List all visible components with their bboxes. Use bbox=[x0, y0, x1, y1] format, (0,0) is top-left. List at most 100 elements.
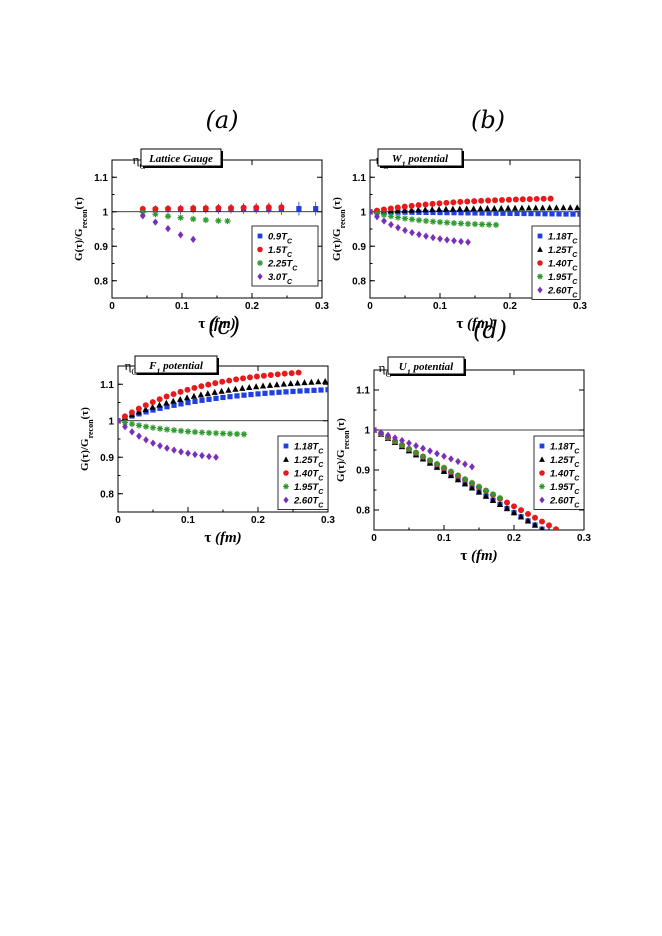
diamond-marker bbox=[152, 218, 159, 226]
diamond-marker bbox=[164, 444, 170, 452]
triangle-marker bbox=[484, 205, 491, 212]
square-marker bbox=[199, 397, 205, 403]
triangle-marker bbox=[491, 204, 498, 211]
triangle-marker bbox=[532, 204, 539, 211]
x-axis-title: τ (fm) bbox=[456, 316, 493, 332]
star-marker bbox=[447, 468, 455, 475]
diamond-marker bbox=[413, 442, 419, 450]
x-tick-label: 0.1 bbox=[437, 533, 451, 544]
x-tick-label: 0.3 bbox=[315, 301, 329, 312]
circle-marker bbox=[283, 470, 289, 476]
circle-marker bbox=[387, 205, 394, 212]
square-marker bbox=[325, 387, 328, 393]
square-marker bbox=[192, 398, 198, 405]
triangle-marker bbox=[539, 456, 545, 462]
star-marker bbox=[184, 428, 192, 435]
circle-marker bbox=[380, 206, 387, 213]
circle-marker bbox=[539, 518, 545, 525]
triangle-marker bbox=[294, 379, 301, 386]
diamond-marker bbox=[257, 273, 263, 280]
star-marker bbox=[475, 483, 483, 490]
diamond-marker bbox=[430, 233, 436, 242]
circle-marker bbox=[260, 372, 267, 379]
triangle-marker bbox=[524, 517, 532, 524]
diamond-marker bbox=[165, 225, 171, 233]
legend-label: 1.40TC bbox=[294, 469, 324, 483]
square-marker bbox=[255, 391, 261, 397]
tag-label: U1 potential bbox=[399, 361, 454, 377]
triangle-marker bbox=[225, 386, 232, 393]
triangle-marker bbox=[560, 204, 567, 211]
legend-label: 1.95TC bbox=[548, 272, 578, 286]
series-2-60T bbox=[370, 208, 471, 246]
triangle-marker bbox=[253, 383, 260, 390]
star-marker bbox=[440, 464, 448, 471]
star-marker bbox=[226, 430, 234, 437]
panel-label: (d) bbox=[473, 316, 507, 344]
diamond-marker bbox=[171, 446, 177, 454]
star-marker bbox=[457, 220, 465, 227]
y-tick-label: 1.1 bbox=[352, 173, 366, 184]
circle-marker bbox=[532, 514, 538, 521]
star-marker bbox=[426, 457, 434, 464]
circle-marker bbox=[205, 381, 212, 388]
triangle-marker bbox=[468, 484, 476, 491]
square-marker bbox=[458, 210, 464, 216]
circle-marker bbox=[274, 371, 281, 378]
star-marker bbox=[419, 453, 427, 460]
square-marker bbox=[563, 211, 569, 217]
circle-marker bbox=[142, 402, 149, 409]
star-marker bbox=[224, 217, 231, 225]
y-tick-label: 1 bbox=[364, 426, 370, 437]
square-marker bbox=[570, 211, 576, 217]
x-tick-label: 0.1 bbox=[181, 515, 195, 526]
circle-marker bbox=[177, 205, 184, 212]
triangle-marker bbox=[531, 521, 539, 528]
circle-marker bbox=[240, 204, 247, 211]
triangle-marker bbox=[435, 205, 443, 212]
triangle-marker bbox=[246, 384, 253, 391]
circle-marker bbox=[533, 195, 540, 202]
circle-marker bbox=[540, 195, 547, 202]
y-tick-label: 1.1 bbox=[356, 386, 370, 397]
square-marker bbox=[283, 443, 289, 449]
circle-marker bbox=[121, 413, 128, 420]
diamond-marker bbox=[143, 436, 149, 444]
diamond-marker bbox=[139, 212, 146, 220]
x-tick-label: 0 bbox=[367, 301, 373, 312]
star-marker bbox=[163, 426, 171, 433]
triangle-marker bbox=[505, 204, 512, 211]
triangle-marker bbox=[539, 204, 546, 211]
circle-marker bbox=[547, 195, 554, 202]
triangle-marker bbox=[475, 488, 483, 495]
diamond-marker bbox=[192, 450, 198, 459]
star-marker bbox=[471, 221, 479, 228]
triangle-marker bbox=[408, 206, 415, 213]
triangle-marker bbox=[415, 206, 422, 213]
circle-marker bbox=[512, 196, 519, 203]
diamond-marker bbox=[178, 448, 184, 456]
diamond-marker bbox=[129, 428, 135, 436]
diamond-marker bbox=[388, 220, 394, 229]
star-marker bbox=[412, 449, 420, 456]
star-marker bbox=[128, 420, 136, 428]
circle-marker bbox=[240, 375, 247, 382]
panel-label: (c) bbox=[208, 312, 240, 340]
series-1-95T bbox=[118, 417, 248, 438]
diamond-marker bbox=[378, 428, 384, 437]
star-marker bbox=[177, 214, 184, 221]
y-tick-label: 0.8 bbox=[100, 489, 114, 500]
triangle-marker bbox=[283, 456, 289, 462]
diamond-marker bbox=[185, 449, 191, 457]
star-marker bbox=[212, 430, 220, 437]
circle-marker bbox=[436, 200, 443, 207]
y-axis-title: G(τ)/Grecon(τ) bbox=[331, 197, 347, 261]
series-1-25T bbox=[118, 377, 328, 424]
series-1-5T bbox=[139, 202, 285, 213]
square-marker bbox=[234, 393, 240, 399]
circle-marker bbox=[184, 386, 191, 393]
star-marker bbox=[202, 216, 209, 224]
